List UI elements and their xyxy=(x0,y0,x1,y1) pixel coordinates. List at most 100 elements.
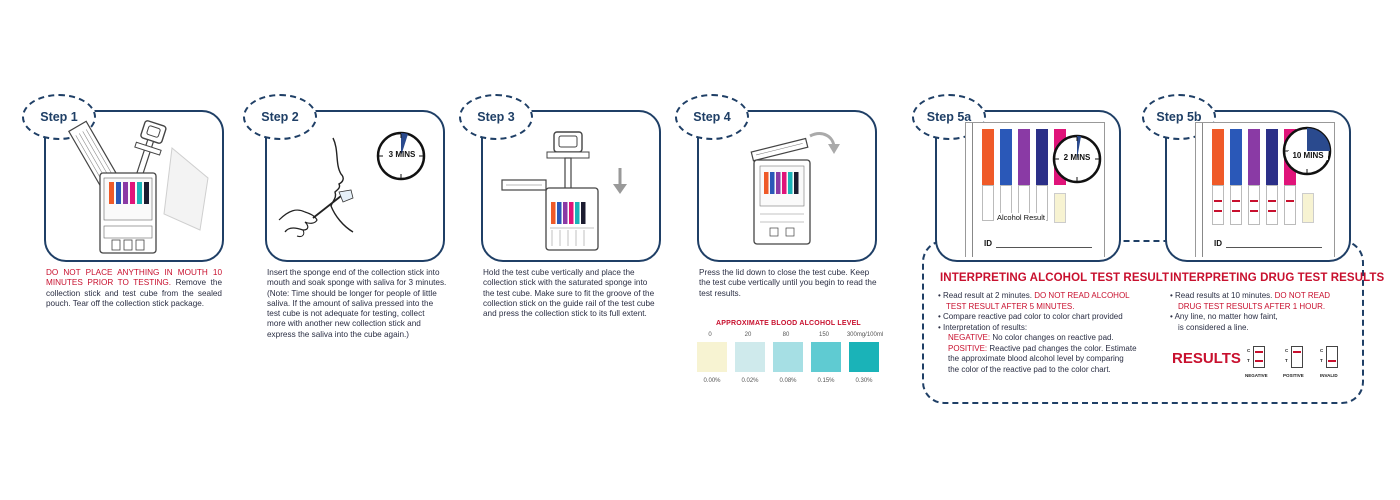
card-border-left xyxy=(1202,123,1203,257)
positive-text-line3: the color of the reactive pad to the col… xyxy=(948,364,1111,374)
id-line xyxy=(1226,247,1322,248)
color-swatch-0 xyxy=(697,342,727,372)
strip-1 xyxy=(1000,129,1012,185)
strip-b-1 xyxy=(1230,129,1242,185)
color-chart-title: APPROXIMATE BLOOD ALCOHOL LEVEL xyxy=(716,320,861,327)
c-label: C xyxy=(1320,348,1324,353)
strip-3 xyxy=(1036,129,1048,185)
step2-clock-label: 3 MINS xyxy=(388,150,416,159)
step5a-badge-label: Step 5a xyxy=(926,110,972,124)
drug-section-title: INTERPRETING DRUG TEST RESULTS xyxy=(1170,272,1385,284)
drug-instructions: • Read results at 10 minutes. DO NOT REA… xyxy=(1170,291,1330,333)
step3-line2: collection stick with the saturated spon… xyxy=(483,278,648,288)
color-swatch-2 xyxy=(773,342,803,372)
alcohol-b1-warning2: TEST RESULT AFTER 5 MINUTES. xyxy=(946,301,1075,311)
step1-illustration xyxy=(68,120,209,254)
step2-line5: test cube is not adequate for testing, c… xyxy=(267,309,425,319)
drug-b1-warning: DO NOT READ xyxy=(1274,291,1331,300)
alcohol-b2: • Compare reactive pad color to color ch… xyxy=(938,312,1123,321)
card-border-left xyxy=(972,123,973,257)
step3-badge-label: Step 3 xyxy=(477,110,515,124)
color-chart-top-label: 0 xyxy=(708,332,712,338)
step3-line4: collection stick on the guide rail of th… xyxy=(483,298,655,308)
step2-line2: mouth and soak sponge with saliva for 3 … xyxy=(267,278,447,288)
timer-icon xyxy=(1052,134,1102,184)
strip-2 xyxy=(1018,129,1030,185)
alcohol-pad xyxy=(1054,193,1066,223)
color-chart-top-label: 300mg/100ml xyxy=(846,332,884,338)
alcohol-instructions: • Read result at 2 minutes. DO NOT READ … xyxy=(938,291,1137,375)
color-chart-bottom-label: 0.30% xyxy=(855,378,873,384)
c-label: C xyxy=(1285,348,1289,353)
strip-white-b xyxy=(1266,185,1278,225)
results-heading: RESULTS xyxy=(1172,350,1241,367)
step4-line2: the test cube vertically until you begin… xyxy=(699,278,877,288)
color-swatch-4 xyxy=(849,342,879,372)
id-line xyxy=(996,247,1092,248)
positive-text: Reactive pad changes the color. Estimate xyxy=(987,343,1137,353)
step2-line1: Insert the sponge end of the collection … xyxy=(267,268,440,277)
alcohol-b3: • Interpretation of results: xyxy=(938,322,1028,332)
color-chart-top-label: 20 xyxy=(744,332,752,338)
positive-caption: POSITIVE xyxy=(1283,373,1304,378)
step3-line1: Hold the test cube vertically and place … xyxy=(483,268,635,277)
step1-description: DO NOT PLACE ANYTHING IN MOUTH 10 MINUTE… xyxy=(46,268,222,309)
step4-line1: Press the lid down to close the test cub… xyxy=(699,268,870,277)
step3-line5: and press the collection stick to its fu… xyxy=(483,309,647,319)
step5b-badge: Step 5b xyxy=(1142,94,1216,140)
step4-badge-label: Step 4 xyxy=(693,110,731,124)
step2-line6: more with another new collection stick a… xyxy=(267,319,421,329)
color-swatch-3 xyxy=(811,342,841,372)
id-label: ID xyxy=(984,239,992,248)
result-positive: C T POSITIVE xyxy=(1283,346,1317,384)
step3-badge: Step 3 xyxy=(459,94,533,140)
strip-b-3 xyxy=(1266,129,1278,185)
result-negative: C T NEGATIVE xyxy=(1245,346,1279,384)
alcohol-b1-warning: DO NOT READ ALCOHOL xyxy=(1034,291,1130,300)
color-chart-bottom-label: 0.15% xyxy=(817,378,835,384)
alcohol-result-label: Alcohol Result xyxy=(996,213,1046,222)
id-label: ID xyxy=(1214,239,1222,248)
positive-label: POSITIVE: xyxy=(948,343,988,353)
interpretation-panel xyxy=(922,240,1364,404)
step1-badge: Step 1 xyxy=(22,94,96,140)
t-label: T xyxy=(1247,358,1250,363)
step2-line3: (Note: Time should be longer for people … xyxy=(267,288,437,298)
step3-illustration xyxy=(501,131,627,251)
step2-badge: Step 2 xyxy=(243,94,317,140)
color-chart-bottom-label: 0.02% xyxy=(741,378,759,384)
step2-line7: express the saliva into the cube again.) xyxy=(267,329,410,339)
step5b-clock-label: 10 MINS xyxy=(1288,151,1328,160)
color-chart-bottom-label: 0.00% xyxy=(703,378,721,384)
color-chart-top-label: 80 xyxy=(782,332,790,338)
c-label: C xyxy=(1247,348,1251,353)
t-label: T xyxy=(1285,358,1288,363)
strip-white-b xyxy=(1248,185,1260,225)
step5a-clock-label: 2 MINS xyxy=(1063,153,1091,162)
step2-badge-label: Step 2 xyxy=(261,110,299,124)
drug-b1-warning2: DRUG TEST RESULTS AFTER 1 HOUR. xyxy=(1178,301,1326,311)
step4-badge: Step 4 xyxy=(675,94,749,140)
strip-white-b xyxy=(1230,185,1242,225)
negative-caption: NEGATIVE xyxy=(1245,373,1268,378)
timer-icon xyxy=(376,131,426,181)
drug-b2-line2: is considered a line. xyxy=(1178,322,1249,332)
step1-text: Remove the collection stick and test cub… xyxy=(46,278,222,308)
step3-description: Hold the test cube vertically and place … xyxy=(483,268,663,319)
strip-white-b xyxy=(1284,185,1296,225)
strip-white-a xyxy=(982,185,994,221)
invalid-caption: INVALID xyxy=(1320,373,1338,378)
step2-description: Insert the sponge end of the collection … xyxy=(267,268,447,340)
color-chart-bottom-label: 0.08% xyxy=(779,378,797,384)
alcohol-pad-b xyxy=(1302,193,1314,223)
color-chart: 0 20 80 150 300mg/100ml 0.00% 0.02% 0.08… xyxy=(693,328,883,398)
alcohol-b1: • Read result at 2 minutes. xyxy=(938,291,1035,300)
negative-text: No color changes on reactive pad. xyxy=(990,333,1114,342)
strip-b-0 xyxy=(1212,129,1224,185)
negative-label: NEGATIVE: xyxy=(948,333,991,342)
drug-b1: • Read results at 10 minutes. xyxy=(1170,291,1275,300)
step1-warning: DO NOT PLACE ANYTHING IN MOUTH 10 MINUTE… xyxy=(46,268,222,288)
step5b-badge-label: Step 5b xyxy=(1156,110,1202,124)
alcohol-section-title: INTERPRETING ALCOHOL TEST RESULT xyxy=(940,272,1170,284)
drug-b2: • Any line, no matter how faint, xyxy=(1170,312,1278,321)
